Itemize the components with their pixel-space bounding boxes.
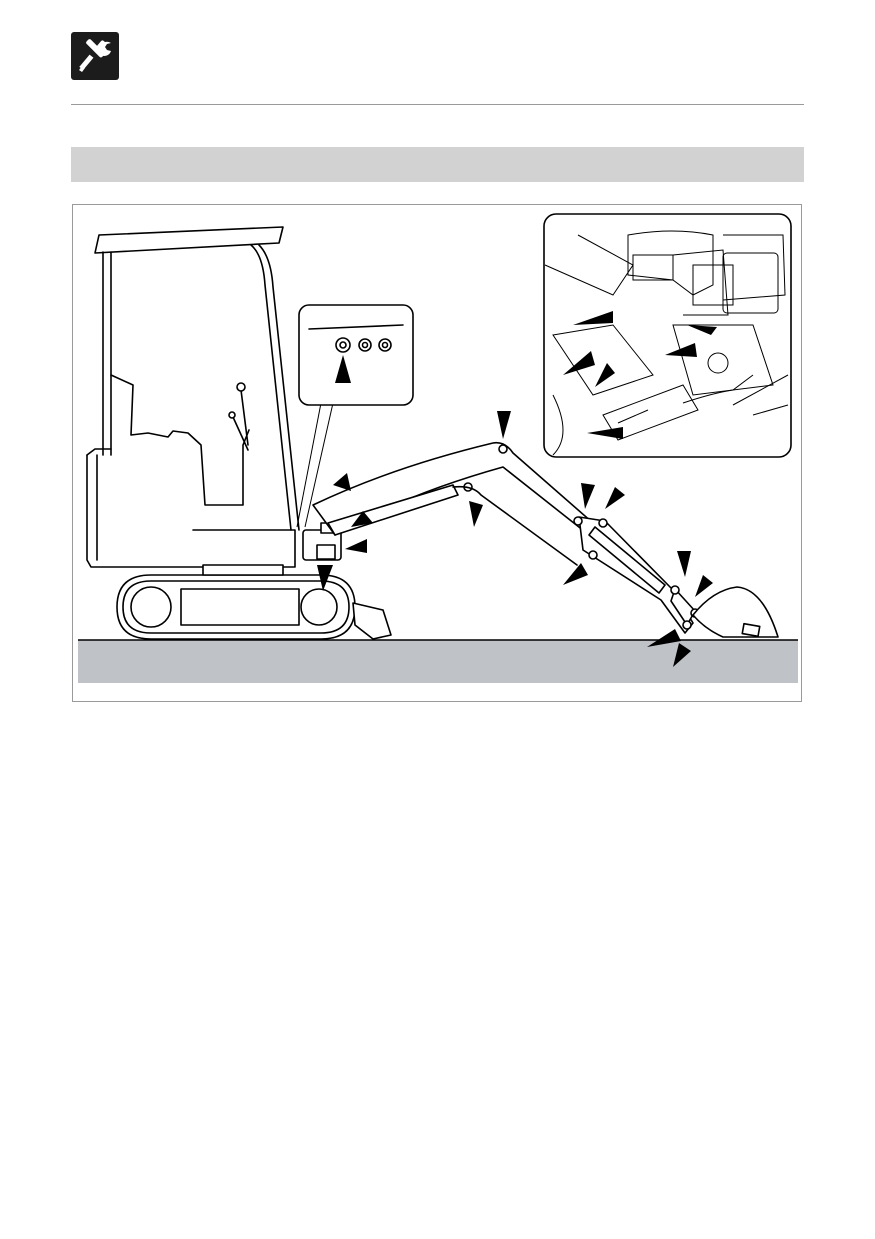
excavator-grease-points-figure: .ln { fill: none; stroke: #000; stroke-w…	[72, 204, 802, 702]
marker-bucket-cylinder-foot	[677, 551, 691, 577]
grease-fitting-callout	[296, 304, 414, 528]
marker-boom-foot-top	[333, 473, 351, 491]
section-title-bar	[71, 147, 804, 182]
excavator-illustration: .ln { fill: none; stroke: #000; stroke-w…	[78, 213, 798, 683]
canopy	[94, 226, 300, 531]
cab-body	[86, 374, 296, 568]
marker-boom-cylinder-rod	[469, 501, 483, 527]
inset-markers	[563, 311, 717, 439]
marker-boom-arm-2	[605, 487, 625, 509]
track	[116, 564, 392, 640]
header-divider	[71, 104, 804, 105]
marker-swing-cylinder	[345, 539, 367, 553]
grease-nipple-icon	[335, 337, 392, 353]
marker-boom-arm-1	[581, 483, 595, 509]
marker-boom-cylinder-foot	[351, 511, 373, 527]
photo-inset	[543, 213, 792, 458]
bucket	[670, 585, 779, 638]
grease-point-markers	[317, 411, 713, 667]
marker-swing-bracket	[317, 565, 333, 591]
marker-bucket-pin	[647, 629, 681, 647]
arm-cylinder	[588, 526, 666, 594]
ground	[78, 640, 798, 683]
marker-bucket-link	[695, 575, 713, 597]
marker-arm-pin	[563, 563, 588, 585]
maintenance-tools-icon	[71, 32, 119, 80]
marker-bucket-link-bottom	[673, 643, 691, 667]
marker-arm-cylinder-foot	[497, 411, 511, 439]
